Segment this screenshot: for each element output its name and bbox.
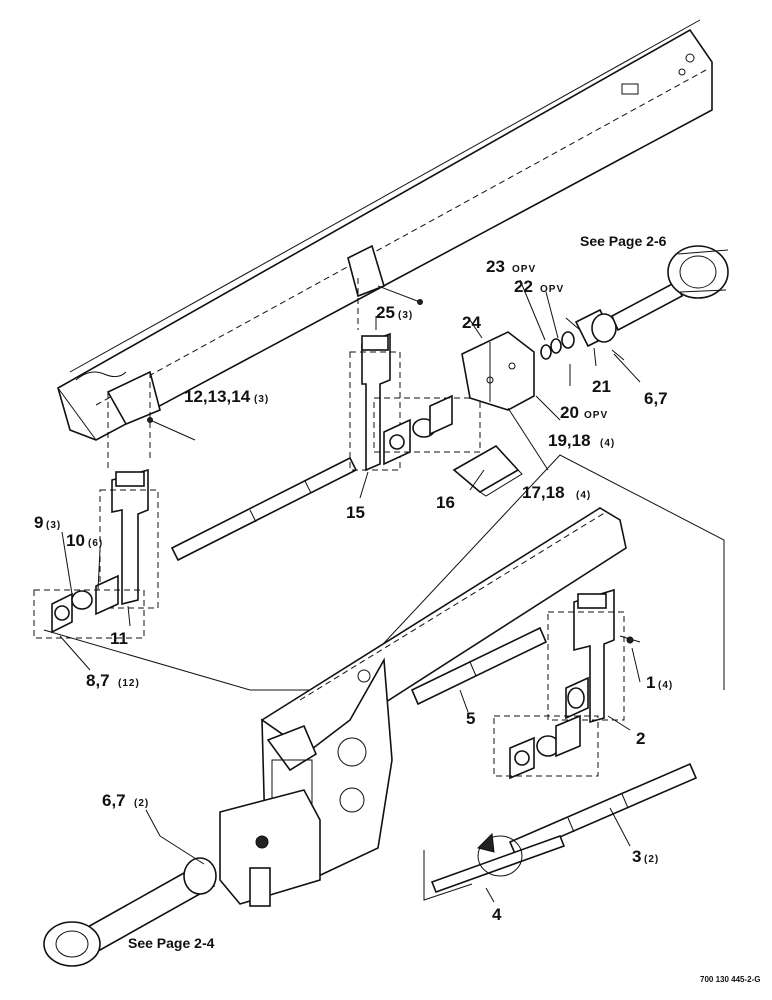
bolt-12 (147, 417, 196, 441)
upper-header-beam (57, 19, 713, 441)
driveline-upper (610, 245, 729, 332)
callout-22: 22 (514, 277, 533, 296)
rotation-arrow-icon (477, 832, 495, 853)
upper-leaders (59, 279, 641, 671)
callout-17-18-qty: (4) (576, 490, 591, 501)
see-page-2-6: See Page 2-6 (580, 233, 667, 249)
callout-10: 10 (66, 531, 85, 550)
callout-8-7: 8,7 (86, 671, 110, 690)
driveline-lower (43, 835, 217, 967)
hanger-15 (349, 332, 401, 472)
shaft-4 (423, 834, 566, 901)
washers-20-22-23 (540, 331, 575, 360)
callout-6-7-bottom-qty: (2) (134, 798, 149, 809)
callout-3: 3 (632, 847, 641, 866)
see-page-2-4: See Page 2-4 (128, 935, 215, 951)
callout-19-18: 19,18 (548, 431, 591, 450)
callout-15: 15 (346, 503, 365, 522)
shield-16 (452, 444, 523, 497)
callout-4: 4 (492, 905, 502, 924)
callout-20-qty: OPV (584, 410, 608, 421)
callout-9: 9 (34, 513, 43, 532)
callout-16: 16 (436, 493, 455, 512)
shield-24 (461, 331, 535, 411)
callout-3-qty: (2) (644, 854, 659, 865)
lower-header-beam (219, 507, 627, 907)
callout-6-7-top: 6,7 (644, 389, 668, 408)
bearing-center (373, 394, 481, 466)
coupler-21 (574, 308, 617, 348)
callout-10-qty: (6) (88, 538, 103, 549)
hanger-11 (99, 468, 159, 609)
drawing-code: 700 130 445-2-G (700, 975, 761, 984)
callout-24: 24 (462, 313, 481, 332)
callout-17-18: 17,18 (522, 483, 565, 502)
callout-1: 1 (646, 673, 655, 692)
callout-21: 21 (592, 377, 611, 396)
callout-25: 25 (376, 303, 395, 322)
bearing-lower (493, 714, 599, 780)
callout-23-qty: OPV (512, 264, 536, 275)
callout-5: 5 (466, 709, 475, 728)
callout-22-qty: OPV (540, 284, 564, 295)
bearing-left (33, 574, 145, 639)
callout-9-qty: (3) (46, 520, 61, 531)
callout-2: 2 (636, 729, 645, 748)
callout-6-7-bottom: 6,7 (102, 791, 126, 810)
callout-12-13-14: 12,13,14 (184, 387, 251, 406)
bolts-6-7-top (565, 317, 625, 361)
callout-11: 11 (110, 629, 128, 648)
callout-23: 23 (486, 257, 505, 276)
hanger-2 (547, 588, 625, 724)
shaft-3 (508, 762, 698, 858)
bolt-top-hanger (377, 285, 423, 305)
upper-hanger-brackets (106, 244, 385, 470)
callout-1-qty: (4) (658, 680, 673, 691)
shaft-5 (410, 626, 548, 706)
bolt-1 (619, 635, 641, 644)
callout-19-18-qty: (4) (600, 438, 615, 449)
callout-12-13-14-qty: (3) (254, 394, 269, 405)
callout-8-7-qty: (12) (118, 678, 140, 689)
assembly-outline (43, 454, 725, 691)
callout-25-qty: (3) (398, 310, 413, 321)
upper-shaft (170, 456, 358, 562)
lower-leaders (145, 647, 641, 903)
callout-20: 20 (560, 403, 579, 422)
